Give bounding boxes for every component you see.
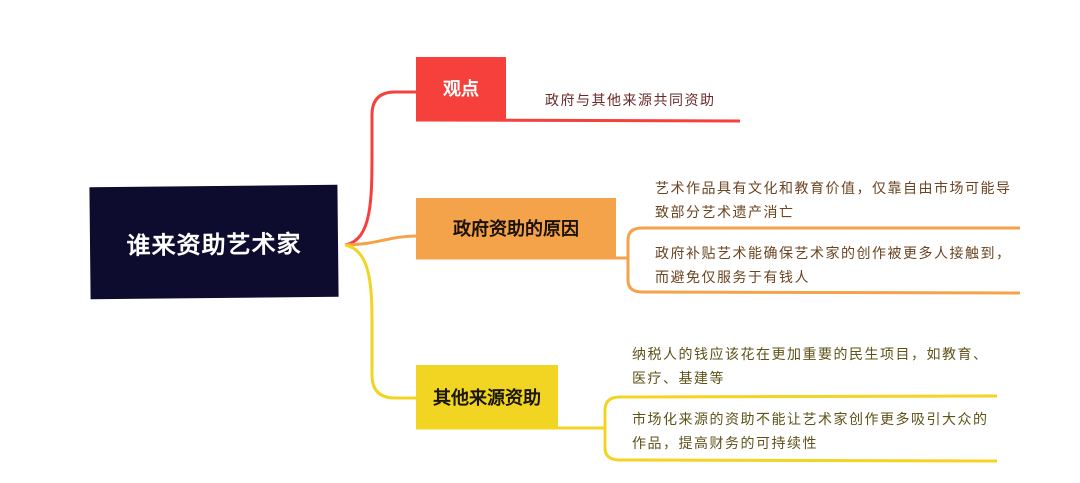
connector-yellow	[344, 243, 416, 400]
branch-node-other-sources[interactable]: 其他来源资助	[416, 365, 558, 429]
leaf-node[interactable]: 政府补贴艺术能确保艺术家的创作被更多人接触到，而避免仅服务于有钱人	[655, 246, 1012, 286]
root-node[interactable]: 谁来资助艺术家	[89, 184, 339, 300]
branch-node-viewpoint[interactable]: 观点	[416, 57, 506, 119]
leaf-node[interactable]: 纳税人的钱应该花在更加重要的民生项目，如教育、医疗、基建等	[632, 347, 989, 387]
leaf-node[interactable]: 市场化来源的资助不能让艺术家创作更多吸引大众的作品，提高财务的可持续性	[632, 412, 989, 452]
branch-node-government-reasons[interactable]: 政府资助的原因	[416, 198, 616, 258]
bracket-orange	[416, 226, 1021, 295]
connector-orange	[344, 234, 417, 247]
leaf-node[interactable]: 艺术作品具有文化和教育价值，仅靠自由市场可能导致部分艺术遗产消亡	[655, 181, 1012, 221]
leaf-node[interactable]: 政府与其他来源共同资助	[545, 93, 716, 109]
underline-red	[415, 118, 741, 123]
connector-red	[344, 90, 416, 247]
